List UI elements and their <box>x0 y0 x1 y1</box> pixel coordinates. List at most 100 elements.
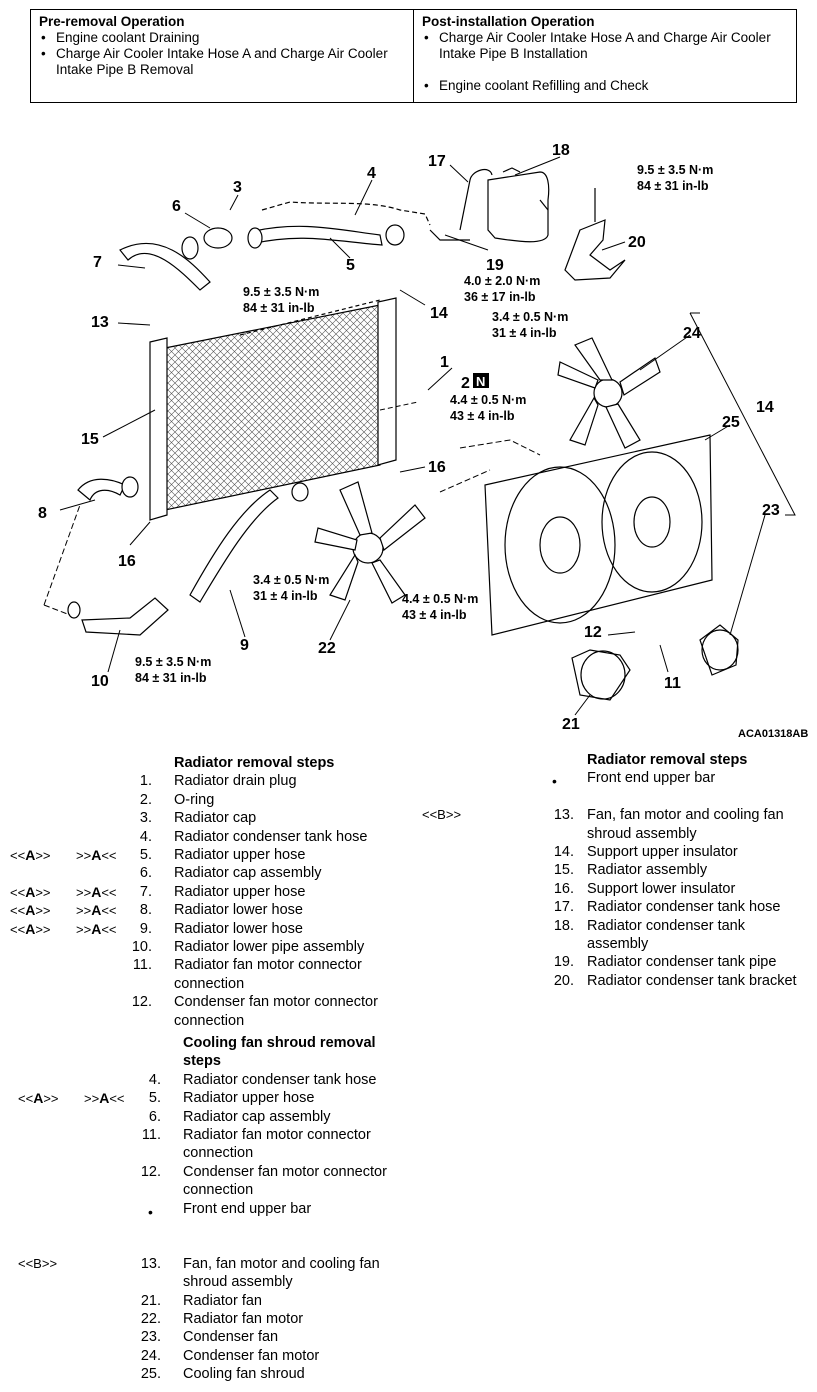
step-number: 8. <box>139 902 152 919</box>
torque-inlb: 31 ± 4 in-lb <box>253 589 318 603</box>
step-mark-part: << <box>10 921 26 937</box>
callout: 12 <box>584 624 602 641</box>
step-mark-part: << <box>18 1091 34 1107</box>
list-item: <<A>> >>A<< 7.Radiator upper hose <box>0 883 410 901</box>
list-item: 12.Condenser fan motor connector connect… <box>0 1163 410 1200</box>
torque-inlb: 43 ± 4 in-lb <box>450 409 515 423</box>
torque-nm: 4.4 ± 0.5 N·m <box>402 592 478 606</box>
step-text: Radiator fan <box>183 1292 262 1309</box>
callout: 11 <box>664 675 681 692</box>
step-row <box>0 1218 410 1236</box>
step-text: Radiator lower pipe assembly <box>174 938 365 955</box>
figure-code: ACA01318AB <box>738 728 808 740</box>
torque-nm: 9.5 ± 3.5 N·m <box>637 163 713 177</box>
list-item: Engine coolant Refilling and Check <box>422 78 788 94</box>
step-text: Radiator fan motor connector connection <box>183 1126 371 1162</box>
step-text: Radiator cap assembly <box>174 865 322 882</box>
step-text: Condenser fan motor <box>183 1347 320 1364</box>
radiator-fan <box>314 481 426 604</box>
step-text: O-ring <box>174 791 215 808</box>
lower-hoses <box>67 476 309 636</box>
list-item: •Front end upper bar <box>0 1200 410 1220</box>
step-text: Cooling fan shroud <box>183 1366 305 1383</box>
callout: 14 <box>756 399 774 416</box>
list-item: 16.Support lower insulator <box>410 880 817 898</box>
post-installation-list: Charge Air Cooler Intake Hose A and Char… <box>422 30 788 94</box>
list-item: 6.Radiator cap assembly <box>0 1108 410 1126</box>
step-text: Fan, fan motor and cooling fan shroud as… <box>587 807 784 842</box>
torque-inlb: 36 ± 17 in-lb <box>464 290 536 304</box>
step-number: 20. <box>553 972 574 989</box>
step-mark-part: A <box>25 920 36 937</box>
step-number: 23. <box>140 1329 161 1346</box>
callout: 5 <box>346 257 355 274</box>
list-item: 15. Radiator assembly <box>410 861 817 879</box>
step-mark-part: >> <box>76 921 92 937</box>
step-text: Radiator lower hose <box>174 920 303 937</box>
list-item: 19.Radiator condenser tank pipe <box>410 953 817 971</box>
step-row: Radiator removal steps <box>410 751 817 769</box>
callout: 16 <box>118 553 136 570</box>
bullet-icon: • <box>552 773 557 790</box>
callout: 15 <box>81 431 99 448</box>
callout: 2 <box>461 375 470 392</box>
step-mark-part: A <box>99 1090 110 1107</box>
step-text: Radiator upper hose <box>183 1090 315 1107</box>
callout: 16 <box>428 459 446 476</box>
bullet-icon: • <box>148 1203 153 1220</box>
step-text: Support lower insulator <box>587 880 736 897</box>
torque-inlb: 84 ± 31 in-lb <box>243 301 315 315</box>
step-number: 22. <box>140 1310 161 1327</box>
step-mark-part: >> <box>76 903 92 919</box>
removal-mark-b: <<B>> <box>422 807 462 823</box>
step-mark-part: >> <box>84 1091 100 1107</box>
step-text: Condenser fan <box>183 1329 279 1346</box>
step-mark-part: A <box>33 1090 44 1107</box>
step-mark-part: >> <box>35 921 51 937</box>
callout: 3 <box>233 179 242 196</box>
torque-nm: 3.4 ± 0.5 N·m <box>492 310 568 324</box>
removal-mark-a: <<A>> <box>10 920 51 939</box>
step-row: Cooling fan shroud removal steps <box>0 1034 410 1071</box>
step-number: 12. <box>140 1163 161 1180</box>
callout-leaders <box>59 156 766 716</box>
radiator-assembly <box>149 297 397 521</box>
step-number: 9. <box>139 920 152 937</box>
step-number: 15. <box>553 862 574 879</box>
step-number: 11. <box>132 957 152 974</box>
step-mark-part: >> <box>35 884 51 900</box>
callout: 21 <box>562 716 580 733</box>
step-text: Radiator cap assembly <box>183 1108 331 1125</box>
step-text: Radiator upper hose <box>174 883 306 900</box>
callout: 4 <box>367 165 376 182</box>
leader-lines <box>43 312 796 616</box>
step-text: Radiator condenser tank assembly <box>587 917 745 952</box>
o-ring-replace-mark <box>473 373 489 388</box>
step-mark-part: << <box>101 847 117 863</box>
removal-mark-a: <<A>> <box>10 901 51 920</box>
list-item: 1.Radiator drain plug <box>0 772 410 790</box>
step-mark-part: A <box>91 902 102 919</box>
step-text: Radiator condenser tank bracket <box>587 972 797 989</box>
callout: 8 <box>38 505 47 522</box>
callout: 20 <box>628 234 646 251</box>
operations-table: Pre-removal Operation Engine coolant Dra… <box>30 9 797 103</box>
torque-nm: 3.4 ± 0.5 N·m <box>253 573 329 587</box>
list-item: 18. Radiator condenser tank assembly <box>410 917 817 954</box>
torque-inlb: 84 ± 31 in-lb <box>637 179 709 193</box>
step-text: Radiator assembly <box>587 862 708 879</box>
list-item: 17.Radiator condenser tank hose <box>410 898 817 916</box>
callout: 1 <box>440 354 449 371</box>
callout: 9 <box>240 637 249 654</box>
step-mark-part: >> <box>35 847 51 863</box>
list-item: Charge Air Cooler Intake Hose A and Char… <box>39 46 405 78</box>
step-text: Radiator cap <box>174 810 257 827</box>
callout: 10 <box>91 673 109 690</box>
step-number: 18. <box>553 917 574 934</box>
list-item: •Front end upper bar <box>410 769 817 790</box>
step-mark-part: A <box>25 902 36 919</box>
tank-bracket <box>564 188 626 281</box>
list-item: 10.Radiator lower pipe assembly <box>0 938 410 956</box>
list-item: 12.Condenser fan motor connector connect… <box>0 993 410 1030</box>
torque-nm: 9.5 ± 3.5 N·m <box>243 285 319 299</box>
